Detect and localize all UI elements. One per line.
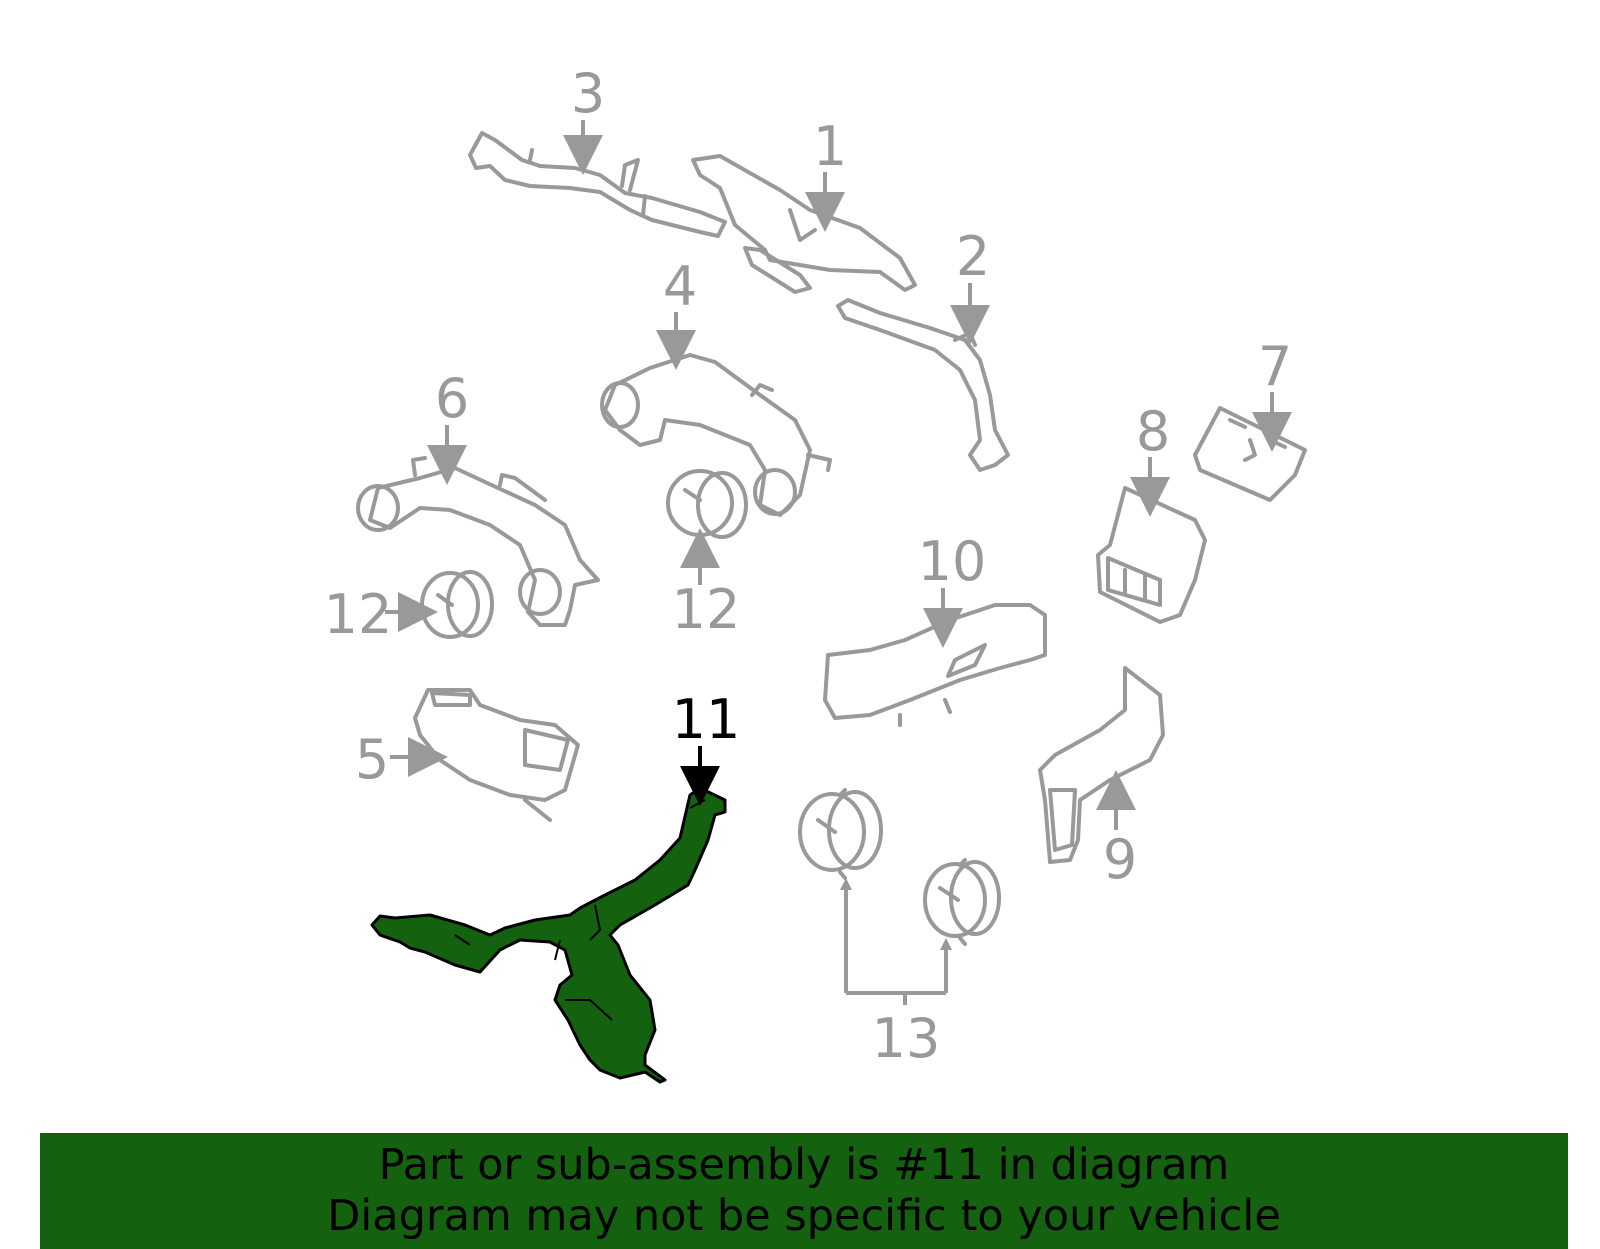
banner-line-part: Part or sub-assembly is #11 in diagram xyxy=(378,1140,1230,1190)
part-4-duct[interactable] xyxy=(600,353,832,517)
part-10-duct[interactable] xyxy=(823,603,1047,727)
callout-8: 8 xyxy=(1136,400,1170,463)
callout-6: 6 xyxy=(435,367,469,430)
part-7-vent[interactable] xyxy=(1193,406,1307,502)
part-3-duct[interactable] xyxy=(468,131,727,238)
callout-12-upper: 12 xyxy=(672,578,741,641)
callout-12-left: 12 xyxy=(324,583,393,646)
callout-3: 3 xyxy=(571,62,605,125)
part-12-outlet-left[interactable] xyxy=(420,570,494,639)
part-13-outlet-b[interactable] xyxy=(923,858,1001,946)
part-13-outlet-a[interactable] xyxy=(798,788,883,880)
bracket-13 xyxy=(844,888,948,1005)
callout-4: 4 xyxy=(663,255,697,318)
arrowheads-13 xyxy=(840,878,952,950)
part-1-duct[interactable] xyxy=(691,154,917,294)
callout-13: 13 xyxy=(872,1007,941,1070)
info-banner: Part or sub-assembly is #11 in diagram D… xyxy=(40,1133,1568,1249)
callout-10: 10 xyxy=(918,530,987,593)
callout-11: 11 xyxy=(672,688,741,751)
part-12-outlet-upper[interactable] xyxy=(666,469,748,539)
callout-2: 2 xyxy=(956,225,990,288)
banner-line-disclaimer: Diagram may not be specific to your vehi… xyxy=(327,1191,1281,1241)
callout-1: 1 xyxy=(813,115,847,178)
callout-9: 9 xyxy=(1103,828,1137,891)
part-5-duct[interactable] xyxy=(413,688,580,822)
callout-5: 5 xyxy=(355,728,389,791)
part-9-duct[interactable] xyxy=(1038,666,1165,864)
part-6-duct[interactable] xyxy=(356,456,600,627)
callout-7: 7 xyxy=(1258,335,1292,398)
parts-diagram: 3 1 2 4 12 6 12 xyxy=(324,62,1307,1084)
part-11-duct-highlighted[interactable] xyxy=(370,786,727,1084)
part-2-duct[interactable] xyxy=(836,298,1010,472)
part-8-vent[interactable] xyxy=(1096,486,1207,624)
